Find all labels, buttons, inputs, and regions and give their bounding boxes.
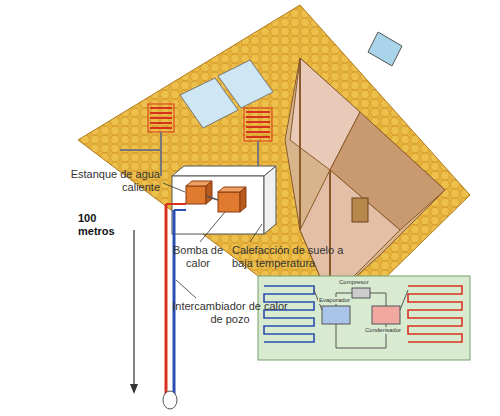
depth-label: 100 metros (78, 212, 132, 238)
callout-label: Calefacción de suelo a baja temperatura (232, 244, 358, 270)
heat-pump (218, 187, 246, 212)
inset-schematic (258, 276, 470, 360)
part-name: Evaporador (318, 297, 351, 304)
pipe (206, 196, 218, 200)
part-name: Condensador (364, 327, 402, 334)
depth-arrow (130, 230, 138, 394)
wall (299, 58, 301, 230)
callout-label: Intercambiador de calor de pozo (170, 300, 290, 326)
callout-label: Estanque de agua caliente (52, 168, 160, 194)
tank (186, 181, 212, 204)
solar-panel (218, 60, 273, 108)
skylight (368, 32, 402, 66)
door (352, 198, 368, 222)
basement-box (172, 166, 276, 234)
part-name: Compresor (338, 279, 370, 286)
callout-label: Bomba de calor (166, 244, 230, 270)
leader-line (163, 183, 262, 298)
radiator (148, 104, 272, 141)
